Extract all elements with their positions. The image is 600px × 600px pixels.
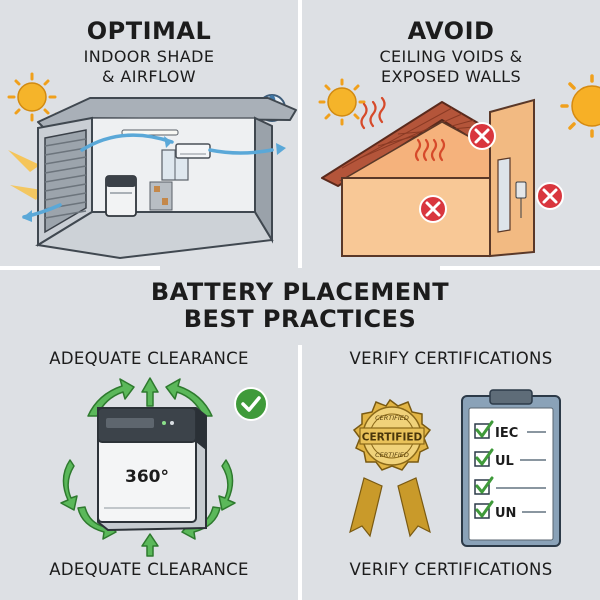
main-title-line2: BEST PRACTICES xyxy=(183,305,417,333)
certifications-illustration: CERTIFIED CERTIFIED CERTIFIED IEC UL xyxy=(349,389,561,547)
optimal-subheading-line2: & AIRFLOW xyxy=(102,67,196,86)
checklist-row-2: UL xyxy=(474,448,546,469)
battery-icon xyxy=(105,175,137,217)
checklist-row-4: UN xyxy=(474,500,546,521)
circular-arrow-icon xyxy=(60,377,236,557)
seal-ring-top-text: CERTIFIED xyxy=(375,414,409,422)
seal-icon: CERTIFIED CERTIFIED CERTIFIED xyxy=(349,398,432,538)
house-icon xyxy=(321,98,535,258)
avoid-subheading-line1: CEILING VOIDS & xyxy=(379,47,523,66)
avoid-heading: AVOID xyxy=(407,17,495,45)
checkbox-icon xyxy=(474,423,490,439)
checkbox-icon xyxy=(474,479,490,495)
optimal-heading: OPTIMAL xyxy=(86,17,212,45)
checklist-row-1: IEC xyxy=(474,420,546,441)
certifications-label-bottom: VERIFY CERTIFICATIONS xyxy=(349,560,553,579)
sun-icon xyxy=(318,78,366,126)
horizontal-divider-right xyxy=(440,266,600,270)
garage-icon xyxy=(35,97,297,260)
vertical-divider-top xyxy=(298,0,302,268)
checkbox-icon xyxy=(474,451,490,467)
optimal-subheading-line1: INDOOR SHADE xyxy=(83,47,215,66)
red-x-icon xyxy=(468,122,496,150)
checklist-item-2: UL xyxy=(495,454,514,469)
seal-ring-bottom-text: CERTIFIED xyxy=(375,451,409,459)
main-title-line1: BATTERY PLACEMENT xyxy=(150,278,450,306)
clearance-label-bottom: ADEQUATE CLEARANCE xyxy=(49,560,249,579)
checklist-row-3 xyxy=(474,476,546,495)
avoid-panel: AVOID CEILING VOIDS & EXPOSED WALLS xyxy=(302,0,600,266)
seal-main-text: CERTIFIED xyxy=(362,432,423,444)
checkbox-icon xyxy=(474,503,490,519)
avoid-illustration xyxy=(318,74,600,258)
optimal-illustration xyxy=(7,72,297,260)
certifications-label-top: VERIFY CERTIFICATIONS xyxy=(349,349,553,368)
certifications-panel: VERIFY CERTIFICATIONS VERIFY CERTIFICATI… xyxy=(302,340,600,600)
sun-icon xyxy=(7,72,57,122)
clearance-panel: ADEQUATE CLEARANCE ADEQUATE CLEARANCE xyxy=(0,340,298,600)
sun-icon xyxy=(560,74,600,138)
avoid-subheading-line2: EXPOSED WALLS xyxy=(380,67,522,86)
horizontal-divider-left xyxy=(0,266,160,270)
battery-icon: 360° xyxy=(97,407,207,532)
red-x-icon xyxy=(536,182,564,210)
clearance-label-top: ADEQUATE CLEARANCE xyxy=(49,349,249,368)
vertical-divider-bottom xyxy=(298,345,302,600)
clearance-illustration: 360° xyxy=(60,377,268,557)
check-icon xyxy=(234,387,268,421)
heat-wave-icon xyxy=(360,96,446,162)
checklist-item-4: UN xyxy=(495,506,516,521)
air-conditioner-icon xyxy=(175,143,211,159)
checklist-item-1: IEC xyxy=(495,426,518,441)
clearance-badge-text: 360° xyxy=(125,467,169,487)
red-x-icon xyxy=(419,195,447,223)
optimal-panel: OPTIMAL INDOOR SHADE & AIRFLOW xyxy=(0,0,298,266)
